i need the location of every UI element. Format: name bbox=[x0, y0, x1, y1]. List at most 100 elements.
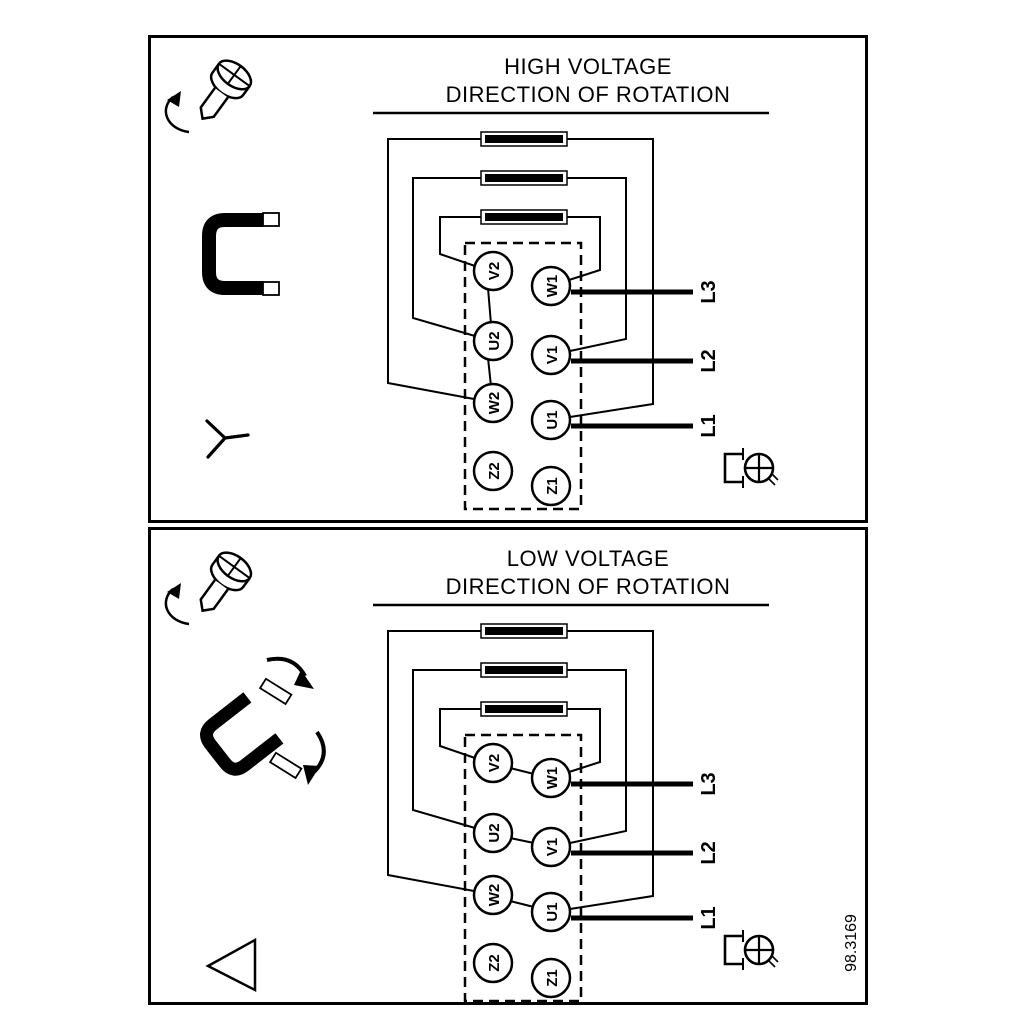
terminal-board-outline bbox=[463, 241, 583, 511]
wire bbox=[412, 669, 481, 829]
supply-line-label: L3 bbox=[698, 280, 720, 303]
wire bbox=[567, 630, 654, 910]
terminal-Z1 bbox=[530, 465, 572, 507]
terminal-label: W1 bbox=[544, 767, 561, 790]
terminal-W1 bbox=[530, 265, 572, 307]
screw-icon bbox=[164, 551, 253, 626]
screw-body bbox=[199, 59, 253, 121]
screw-shaft bbox=[199, 87, 229, 121]
bridge-link bbox=[487, 287, 492, 325]
wire bbox=[387, 138, 481, 400]
terminal-screw-icon bbox=[723, 930, 779, 970]
terminal-Z2 bbox=[472, 942, 514, 984]
terminal-label: V1 bbox=[544, 838, 561, 856]
move-arrowhead bbox=[294, 670, 314, 689]
high-voltage-diagram: HIGH VOLTAGE DIRECTION OF ROTATION bbox=[164, 54, 779, 511]
panel-title: LOW VOLTAGE bbox=[507, 546, 669, 571]
terminal-label: U1 bbox=[544, 902, 561, 921]
jumper-link-bracket bbox=[200, 692, 284, 776]
rotation-arrowhead bbox=[167, 583, 181, 599]
star-bridge-links bbox=[487, 287, 492, 387]
panel-subtitle: DIRECTION OF ROTATION bbox=[446, 82, 731, 107]
screw-cross-slot bbox=[218, 63, 250, 87]
terminal-board-outline bbox=[463, 733, 583, 1002]
terminal-V1 bbox=[530, 826, 572, 868]
wire bbox=[439, 708, 481, 759]
low-voltage-diagram: LOW VOLTAGE DIRECTION OF ROTATION bbox=[164, 546, 860, 1002]
terminal-W2 bbox=[472, 382, 514, 424]
winding-bar bbox=[485, 705, 563, 713]
terminal-W2 bbox=[472, 874, 514, 916]
terminal-V2 bbox=[472, 250, 514, 292]
terminal-label: W2 bbox=[486, 884, 503, 907]
screw-cross-slot bbox=[218, 555, 250, 579]
delta-bridge-links bbox=[509, 767, 535, 908]
supply-line-label: L3 bbox=[698, 772, 720, 795]
delta-symbol-icon bbox=[205, 937, 257, 993]
supply-line-label: L1 bbox=[698, 414, 720, 437]
low-voltage-panel: LOW VOLTAGE DIRECTION OF ROTATION bbox=[148, 527, 868, 1005]
screw-icon bbox=[164, 59, 253, 134]
bridge-link bbox=[509, 767, 535, 775]
terminal-label: Z1 bbox=[544, 477, 561, 495]
hatch-lines bbox=[767, 954, 779, 968]
star-symbol-icon bbox=[205, 419, 250, 459]
winding-wires bbox=[387, 630, 654, 910]
terminal-screw-icon bbox=[723, 448, 779, 488]
winding-bar bbox=[485, 174, 563, 182]
screw-shaft bbox=[199, 579, 229, 613]
panel-header: LOW VOLTAGE DIRECTION OF ROTATION bbox=[373, 546, 769, 607]
terminal-label: V2 bbox=[486, 262, 503, 280]
motor-windings bbox=[480, 131, 568, 225]
jumper-link-icon bbox=[202, 212, 280, 296]
terminal-U2 bbox=[472, 320, 514, 362]
terminal-label: U2 bbox=[486, 331, 503, 350]
jumper-tab bbox=[262, 281, 280, 296]
winding-bar bbox=[485, 213, 563, 221]
terminal-U1 bbox=[530, 891, 572, 933]
supply-line-label: L1 bbox=[698, 906, 720, 929]
bridge-link bbox=[487, 357, 492, 387]
rotation-arrow bbox=[164, 96, 190, 134]
jumper-tab bbox=[268, 751, 303, 780]
motor-windings bbox=[480, 623, 568, 717]
supply-line-label: L2 bbox=[698, 841, 720, 864]
panel-subtitle: DIRECTION OF ROTATION bbox=[446, 574, 731, 599]
screw-cross-slot bbox=[745, 936, 773, 964]
supply-lines: L3 L2 L1 bbox=[571, 280, 720, 438]
move-arrow bbox=[266, 656, 307, 678]
terminal-W1 bbox=[530, 757, 572, 799]
bridge-link bbox=[509, 837, 535, 844]
wire bbox=[439, 216, 481, 267]
terminal-Z2 bbox=[472, 450, 514, 492]
winding-wires bbox=[387, 138, 654, 418]
winding-bar bbox=[485, 627, 563, 635]
terminal-label: V1 bbox=[544, 346, 561, 364]
rotation-arrowhead bbox=[167, 91, 181, 107]
clamp-bracket bbox=[723, 452, 743, 484]
delta-jumper-icons bbox=[200, 656, 326, 785]
bridge-link bbox=[509, 900, 535, 908]
terminal-label: V2 bbox=[486, 754, 503, 772]
terminal-label: Z2 bbox=[486, 954, 503, 972]
rotation-arrow bbox=[164, 588, 190, 626]
wire bbox=[412, 177, 481, 337]
terminals: V2 U2 W2 Z2 W1 V1 U1 Z1 bbox=[472, 742, 572, 999]
figure-number: 98.3169 bbox=[843, 914, 860, 972]
wire bbox=[567, 708, 601, 773]
clamp-bracket bbox=[723, 934, 743, 966]
terminal-V2 bbox=[472, 742, 514, 784]
jumper-tab bbox=[258, 677, 293, 706]
move-arrowhead bbox=[303, 765, 320, 785]
wire bbox=[567, 669, 627, 844]
screw-body bbox=[199, 551, 253, 613]
terminal-label: W1 bbox=[544, 275, 561, 298]
winding-bar bbox=[485, 135, 563, 143]
terminal-label: W2 bbox=[486, 392, 503, 415]
terminal-label: U2 bbox=[486, 823, 503, 842]
supply-lines: L3 L2 L1 bbox=[571, 772, 720, 930]
terminal-label: Z2 bbox=[486, 462, 503, 480]
terminals: V2 U2 W2 Z2 W1 V1 U1 Z1 bbox=[472, 250, 572, 507]
terminal-Z1 bbox=[530, 957, 572, 999]
high-voltage-panel: HIGH VOLTAGE DIRECTION OF ROTATION bbox=[148, 35, 868, 523]
